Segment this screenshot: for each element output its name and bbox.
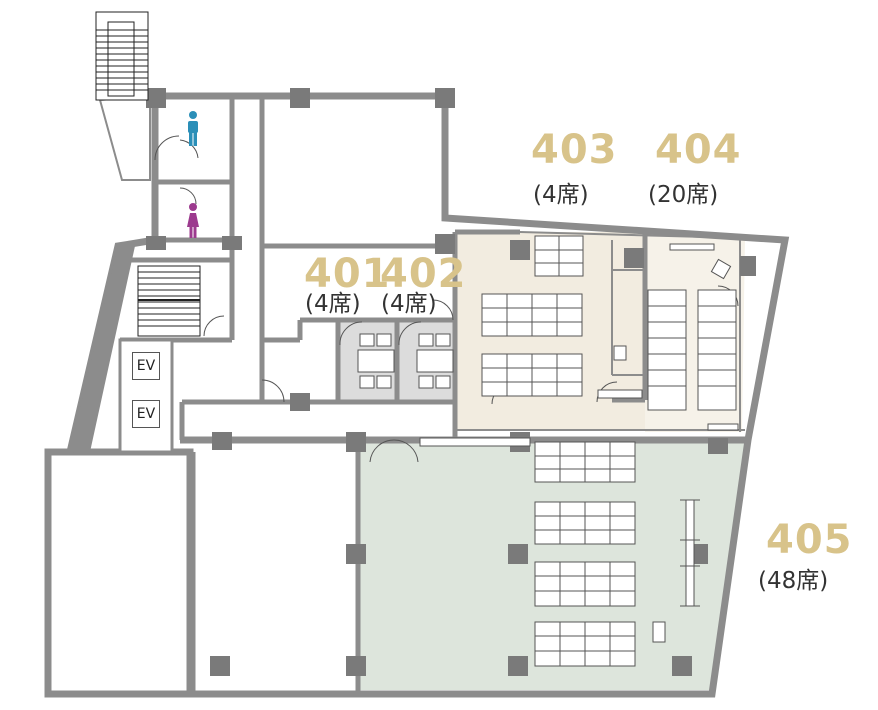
room-402-seats: (4席) [381,291,437,317]
room-405-desks [419,437,700,667]
female-restroom-icon [187,203,199,238]
male-restroom-icon [188,111,198,146]
room-402-number: 402 [380,251,467,297]
elevator-2-label[interactable]: EV [132,400,160,428]
room-403-number: 403 [531,127,618,173]
stair-top-treads [96,29,148,91]
room-403-seats: (4席) [533,182,589,208]
room-405-seats: (48席) [758,568,829,594]
booth-tables [357,333,454,389]
stair-landing [98,94,151,181]
elevator-1-label[interactable]: EV [132,352,160,380]
room-403-desks [481,235,643,399]
room-405-number: 405 [766,517,853,563]
pillars [146,88,756,676]
interior-walls [120,96,648,694]
west-wall-mass [70,246,135,452]
room-401-seats: (4席) [305,291,361,317]
room-401-number: 401 [304,251,391,297]
room-404-desks [647,243,739,431]
room-404-seats: (20席) [648,182,719,208]
room-404-number: 404 [655,127,742,173]
stair-middle-treads [138,271,200,327]
stair-top [95,11,149,101]
